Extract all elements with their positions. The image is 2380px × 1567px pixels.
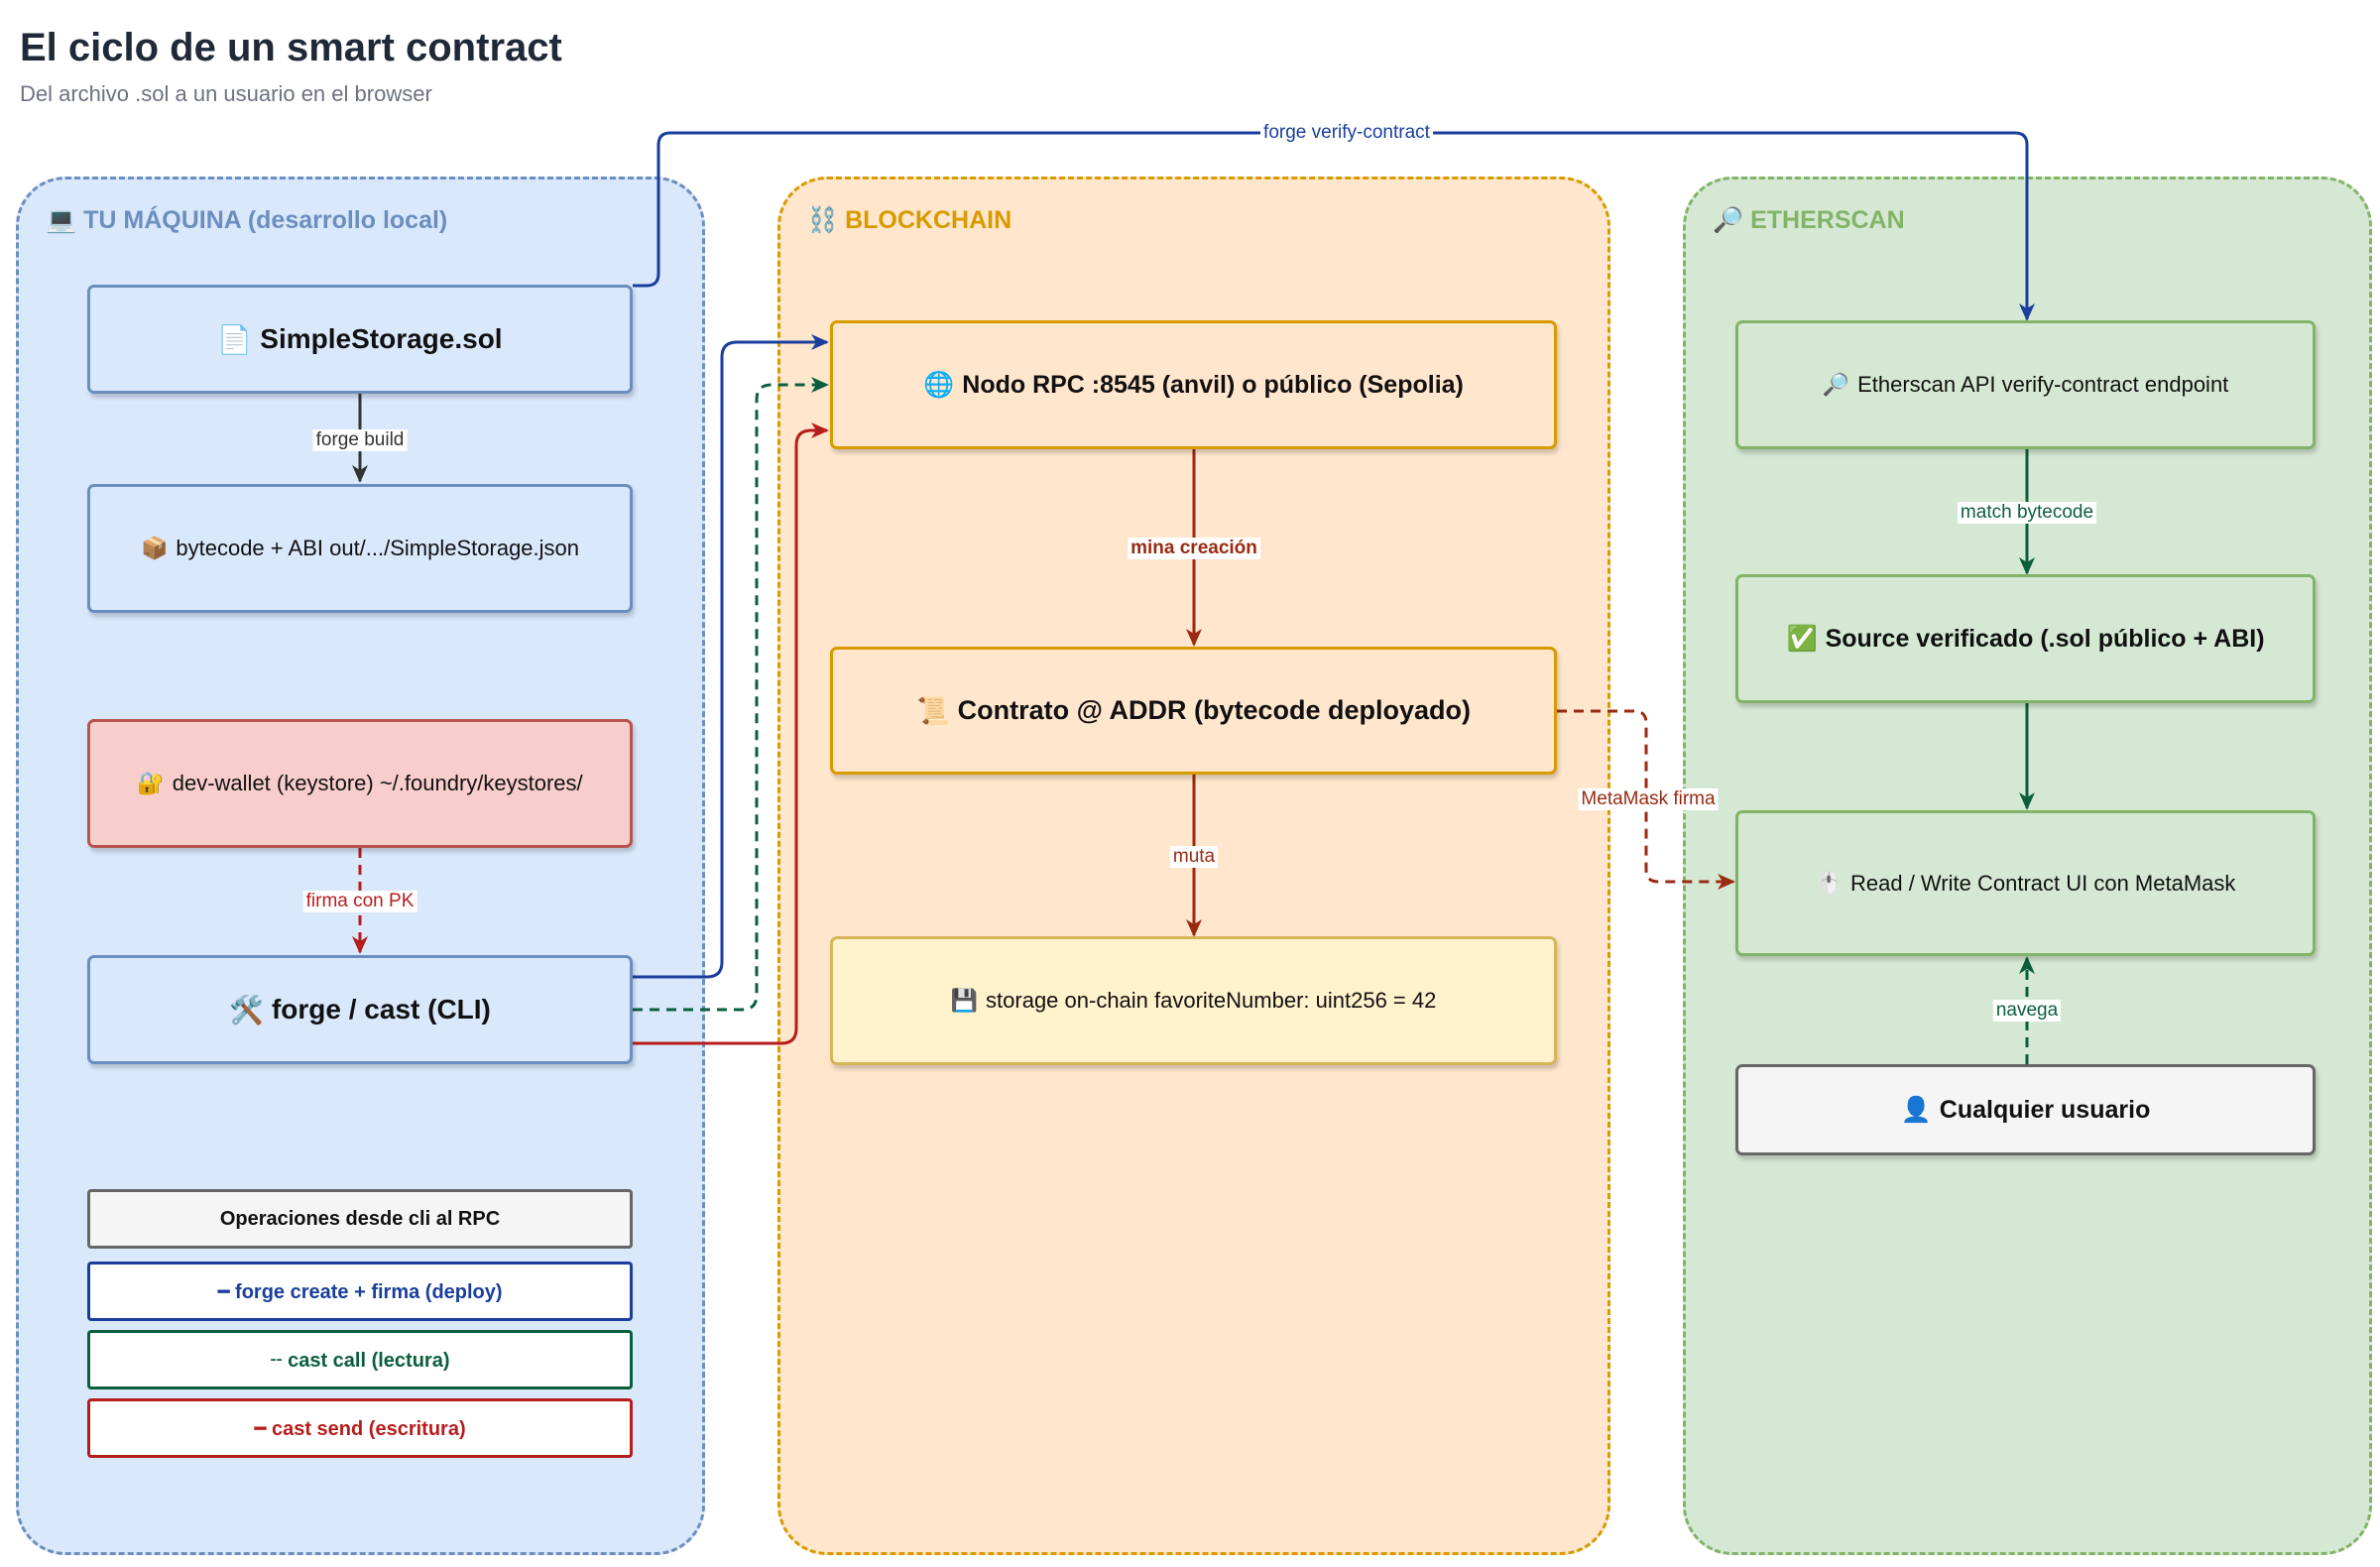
- edge-read: [633, 377, 829, 1012]
- node-forge-cast-cli-label: forge / cast (CLI): [271, 994, 491, 1025]
- node-contract-ui-label: Read / Write Contract UI con MetaMask: [1850, 870, 2236, 896]
- node-dev-wallet: 🔐 dev-wallet (keystore) ~/.foundry/keyst…: [87, 719, 633, 848]
- node-rpc-label: Nodo RPC :8545 (anvil) o público (Sepoli…: [962, 370, 1464, 399]
- file-icon: 📄: [217, 323, 253, 355]
- lane-local-label: TU MÁQUINA (desarrollo local): [83, 206, 448, 234]
- page-title: El ciclo de un smart contract: [20, 26, 562, 69]
- label-verify: forge verify-contract: [1260, 122, 1433, 144]
- edge-deploy: [633, 334, 829, 979]
- lane-etherscan-label: ETHERSCAN: [1750, 206, 1905, 234]
- node-etherscan-api-label: Etherscan API verify-contract endpoint: [1857, 372, 2229, 397]
- lane-blockchain-title: ⛓️ BLOCKCHAIN: [807, 206, 1012, 235]
- node-storage-label: storage on-chain favoriteNumber: uint256…: [986, 988, 1437, 1013]
- label-metamask: MetaMask firma: [1578, 788, 1719, 810]
- page-subtitle: Del archivo .sol a un usuario en el brow…: [20, 81, 432, 106]
- tools-icon: 🛠️: [229, 994, 264, 1025]
- node-contrato: 📜 Contrato @ ADDR (bytecode deployado): [830, 647, 1557, 775]
- floppy-disk-icon: 💾: [950, 988, 979, 1013]
- lane-local-title: 💻 TU MÁQUINA (desarrollo local): [46, 206, 447, 235]
- check-icon: ✅: [1786, 624, 1818, 653]
- label-navega: navega: [1992, 1000, 2062, 1022]
- edge-verify: [633, 131, 2035, 321]
- node-contrato-label: Contrato @ ADDR (bytecode deployado): [957, 695, 1471, 725]
- label-muta: muta: [1169, 846, 1219, 868]
- node-simplestorage-sol-label: SimpleStorage.sol: [260, 323, 503, 354]
- lane-etherscan-title: 🔎 ETHERSCAN: [1713, 206, 1905, 235]
- label-firma-pk: firma con PK: [302, 891, 417, 912]
- legend-item-deploy: ━ forge create + firma (deploy): [87, 1262, 633, 1321]
- lock-key-icon: 🔐: [137, 771, 165, 795]
- node-cualquier-usuario: 👤 Cualquier usuario: [1735, 1064, 2316, 1155]
- legend-item-write-label: ━ cast send (escritura): [254, 1417, 466, 1440]
- legend-title: Operaciones desde cli al RPC: [87, 1189, 633, 1249]
- chain-icon: ⛓️: [807, 206, 839, 234]
- legend-item-read-label: ╌ cast call (lectura): [270, 1349, 450, 1372]
- globe-icon: 🌐: [923, 370, 955, 399]
- node-simplestorage-sol: 📄 SimpleStorage.sol: [87, 285, 633, 394]
- node-bytecode-abi-label: bytecode + ABI out/.../SimpleStorage.jso…: [176, 536, 580, 560]
- magnifier-icon: 🔎: [1713, 206, 1744, 234]
- node-contract-ui: 🖱️ Read / Write Contract UI con MetaMask: [1735, 810, 2316, 956]
- node-cualquier-usuario-label: Cualquier usuario: [1939, 1095, 2151, 1124]
- legend-item-read: ╌ cast call (lectura): [87, 1330, 633, 1389]
- scroll-icon: 📜: [916, 695, 950, 726]
- node-source-verificado-label: Source verificado (.sol público + ABI): [1825, 624, 2265, 653]
- label-forge-build: forge build: [312, 429, 408, 451]
- package-icon: 📦: [140, 536, 169, 560]
- lane-blockchain-label: BLOCKCHAIN: [845, 206, 1012, 234]
- node-etherscan-api: 🔎 Etherscan API verify-contract endpoint: [1735, 320, 2316, 449]
- legend-item-deploy-label: ━ forge create + firma (deploy): [217, 1280, 503, 1303]
- node-dev-wallet-label: dev-wallet (keystore) ~/.foundry/keystor…: [172, 771, 583, 795]
- node-bytecode-abi: 📦 bytecode + ABI out/.../SimpleStorage.j…: [87, 484, 633, 613]
- node-source-verificado: ✅ Source verificado (.sol público + ABI): [1735, 574, 2316, 703]
- legend-title-label: Operaciones desde cli al RPC: [219, 1207, 501, 1230]
- label-match: match bytecode: [1957, 502, 2097, 524]
- laptop-icon: 💻: [46, 206, 77, 234]
- legend-item-write: ━ cast send (escritura): [87, 1398, 633, 1458]
- magnifier-icon: 🔎: [1822, 372, 1850, 397]
- edge-write: [633, 422, 829, 1045]
- node-forge-cast-cli: 🛠️ forge / cast (CLI): [87, 955, 633, 1064]
- node-storage: 💾 storage on-chain favoriteNumber: uint2…: [830, 936, 1557, 1065]
- node-rpc: 🌐 Nodo RPC :8545 (anvil) o público (Sepo…: [830, 320, 1557, 449]
- user-icon: 👤: [1900, 1095, 1932, 1124]
- label-mina: mina creación: [1128, 538, 1260, 559]
- mouse-icon: 🖱️: [1815, 870, 1843, 896]
